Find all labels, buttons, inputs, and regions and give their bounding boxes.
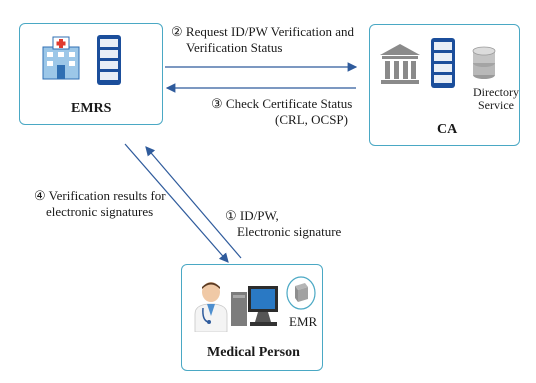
emr-label: EMR bbox=[289, 314, 318, 329]
bank-building-icon bbox=[380, 44, 420, 84]
step2-line2: Verification Status bbox=[186, 40, 283, 55]
hospital-icon bbox=[42, 36, 80, 80]
step3-line1: ③ Check Certificate Status bbox=[211, 96, 353, 111]
step2-label: ② Request ID/PW Verification and Verific… bbox=[171, 24, 354, 56]
step4-line2: electronic signatures bbox=[46, 204, 154, 219]
directory-service-label: Directory Service bbox=[468, 86, 524, 112]
step4-line1: ④ Verification results for bbox=[34, 188, 166, 203]
step1-label: ① ID/PW, Electronic signature bbox=[225, 208, 341, 240]
doctor-icon bbox=[194, 282, 228, 332]
step1-line2: Electronic signature bbox=[237, 224, 342, 239]
step2-line1: ② Request ID/PW Verification and bbox=[171, 24, 355, 39]
step1-line1: ① ID/PW, bbox=[225, 208, 279, 223]
directory-service-text: Directory Service bbox=[473, 85, 519, 112]
computer-icon bbox=[231, 286, 278, 326]
ca-server-icon bbox=[431, 38, 455, 88]
ca-title: CA bbox=[437, 122, 458, 137]
emr-cube-icon bbox=[286, 276, 316, 310]
database-icon bbox=[472, 46, 496, 79]
medical-person-title: Medical Person bbox=[207, 345, 300, 360]
step3-line2: (CRL, OCSP) bbox=[275, 112, 348, 127]
arrow-emrs-to-medical bbox=[124, 143, 229, 263]
arrow-medical-to-emrs bbox=[145, 146, 242, 259]
step4-label: ④ Verification results for electronic si… bbox=[34, 188, 166, 220]
emrs-title: EMRS bbox=[71, 101, 112, 116]
step3-label: ③ Check Certificate Status (CRL, OCSP) bbox=[211, 96, 353, 128]
emrs-server-icon bbox=[97, 35, 121, 85]
